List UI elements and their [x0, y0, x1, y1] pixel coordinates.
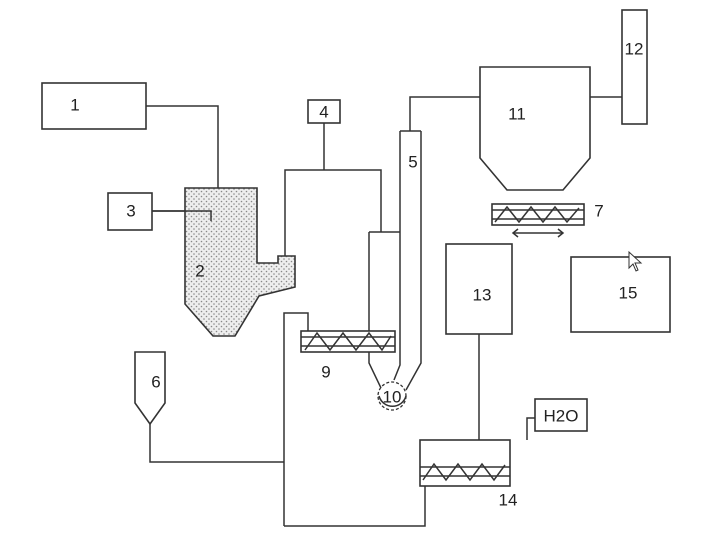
label-3: 3	[126, 201, 135, 220]
hopper-6: 6	[134, 351, 166, 426]
unit-13-box: 13	[445, 243, 513, 335]
label-h2o: H2O	[544, 406, 579, 425]
unit-3-box: 3	[107, 192, 153, 231]
unit-12-box: 12	[621, 9, 648, 125]
label-9: 9	[321, 362, 330, 381]
label-13: 13	[473, 285, 492, 304]
label-4: 4	[319, 102, 328, 121]
label-10: 10	[383, 387, 402, 406]
label-11: 11	[508, 104, 526, 123]
connection-lines	[146, 96, 622, 527]
screw-conveyor-9: 9	[300, 330, 396, 381]
label-2: 2	[195, 261, 204, 280]
label-7: 7	[594, 201, 603, 220]
mixer-14: 14	[419, 439, 518, 509]
riser-5: 5 10	[368, 130, 422, 411]
unit-11-silo: 11	[479, 66, 591, 191]
unit-1-box: 1	[41, 82, 147, 130]
screw-conveyor-7: 7	[491, 201, 604, 238]
vessel-2: 2	[152, 187, 296, 337]
label-14: 14	[499, 490, 518, 509]
double-arrow-icon	[511, 228, 565, 238]
label-1: 1	[70, 95, 79, 114]
label-15: 15	[619, 283, 638, 302]
label-12: 12	[625, 39, 644, 58]
unit-15-box: 15	[570, 256, 671, 333]
label-5: 5	[408, 152, 417, 171]
label-6: 6	[151, 372, 160, 391]
unit-4-box: 4	[307, 99, 341, 124]
water-box: H2O	[534, 398, 588, 432]
mouse-cursor-icon	[628, 250, 643, 272]
